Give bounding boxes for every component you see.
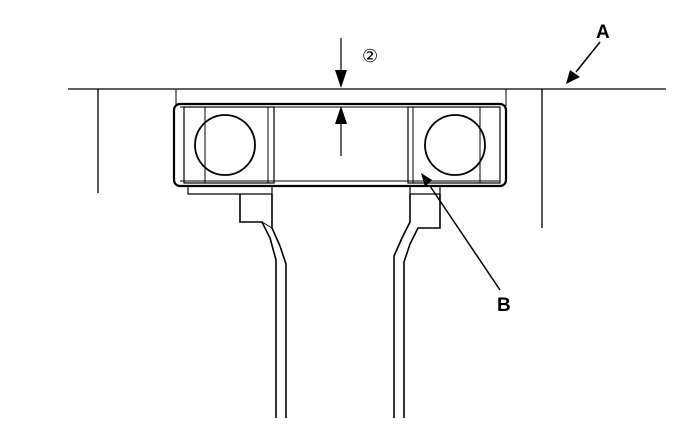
valve-stem-right-outer: [393, 194, 411, 418]
callout-b-leader: [421, 173, 501, 291]
callout-b-arrow-head: [421, 173, 432, 187]
callout-a-label: A: [596, 22, 610, 43]
dimension-marker-label: ②: [362, 46, 378, 67]
bearing-left-pocket: [183, 106, 275, 184]
valve-stem-right-inner: [403, 194, 441, 418]
bearing-right-pocket: [407, 106, 501, 184]
valve-stem-left-collar: [261, 221, 273, 229]
valve-stem-right: [393, 194, 441, 418]
callout-b-label: B: [497, 295, 511, 316]
valve-stem-left: [239, 194, 287, 418]
dimension-indicator: [335, 38, 347, 156]
callout-a-leader-line: [575, 41, 601, 73]
valve-stem-left-outer: [239, 194, 277, 418]
bearing-housing-outline: [172, 102, 508, 188]
bearing-housing: [172, 102, 508, 188]
callout-a-arrow-head: [566, 70, 580, 84]
callout-a-leader: [566, 41, 601, 84]
housing-base-ledge: [187, 186, 441, 195]
bearing-right: [407, 106, 501, 184]
ledge-right: [409, 186, 441, 195]
bearing-left-ball: [194, 114, 256, 176]
bearing-right-ball: [424, 114, 486, 176]
ledge-left: [187, 186, 273, 195]
dimension-arrow-down-head: [335, 70, 347, 88]
valve-stem-left-inner: [271, 194, 287, 418]
dimension-arrow-up-head: [335, 106, 347, 124]
bearing-left: [183, 106, 275, 184]
callout-b-leader-line: [429, 185, 501, 291]
